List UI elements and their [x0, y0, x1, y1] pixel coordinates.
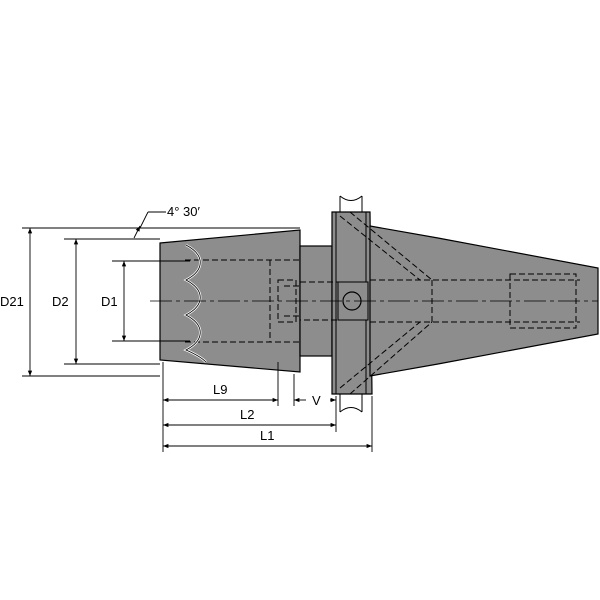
label-d1: D1 — [101, 294, 118, 309]
label-l1: L1 — [260, 428, 274, 443]
label-v: V — [312, 393, 321, 408]
dimension-lines — [22, 211, 373, 452]
label-l2: L2 — [240, 407, 254, 422]
label-d21: D21 — [0, 294, 24, 309]
label-l9: L9 — [213, 382, 227, 397]
label-d2: D2 — [52, 294, 69, 309]
label-angle: 4° 30′ — [167, 204, 201, 219]
cross-hole — [337, 281, 369, 321]
holder-body — [159, 211, 599, 395]
